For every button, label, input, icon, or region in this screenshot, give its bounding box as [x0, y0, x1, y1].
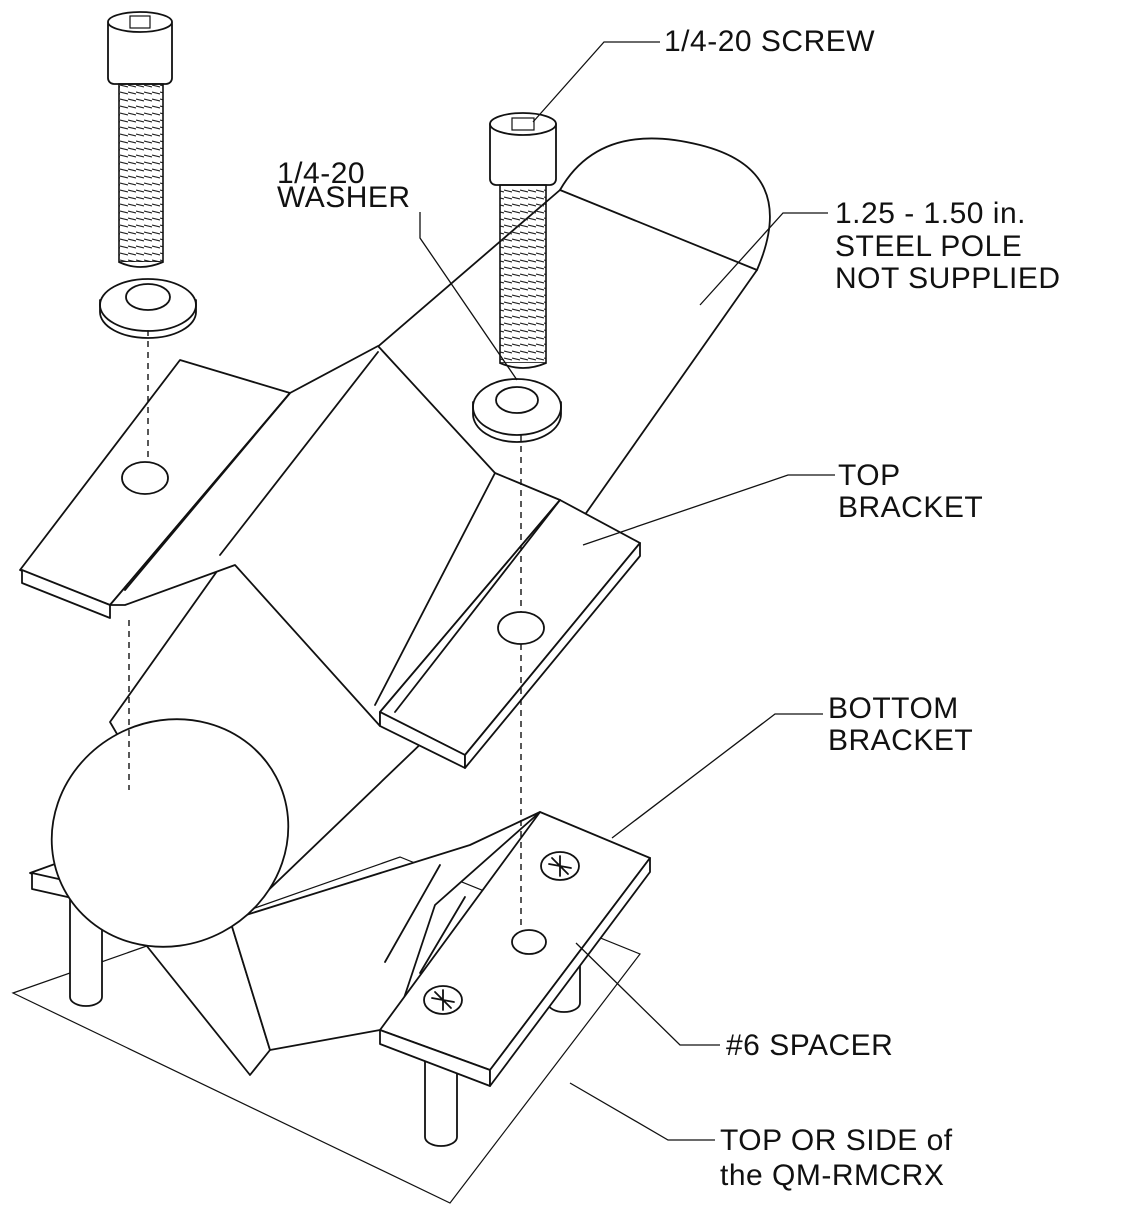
top-bracket — [19, 345, 641, 769]
label-top-bracket-line2: BRACKET — [838, 491, 983, 524]
label-pole-line2: STEEL POLE — [835, 230, 1022, 263]
mounting-surface — [11, 856, 641, 1204]
label-washer-line2: WASHER — [277, 181, 411, 214]
label-bottom-bracket-line1: BOTTOM — [828, 692, 959, 725]
label-pole-line3: NOT SUPPLIED — [835, 262, 1061, 295]
pole-end — [50, 718, 290, 948]
leader-lines — [419, 41, 835, 1141]
label-base-line1: TOP OR SIDE of — [720, 1124, 953, 1157]
label-base-line2: the QM-RMCRX — [720, 1159, 944, 1192]
label-screw: 1/4-20 SCREW — [664, 25, 875, 58]
label-spacer: #6 SPACER — [726, 1029, 893, 1062]
washer-right — [472, 378, 562, 443]
assembly-lines — [128, 330, 522, 930]
label-washer-line1: 1/4-20 — [277, 157, 365, 190]
washer-left — [99, 278, 197, 339]
screw-left — [107, 11, 173, 268]
label-bottom-bracket-line2: BRACKET — [828, 724, 973, 757]
label-pole-line1: 1.25 - 1.50 in. — [835, 197, 1026, 230]
screw-right — [489, 112, 557, 369]
label-top-bracket-line1: TOP — [838, 459, 901, 492]
